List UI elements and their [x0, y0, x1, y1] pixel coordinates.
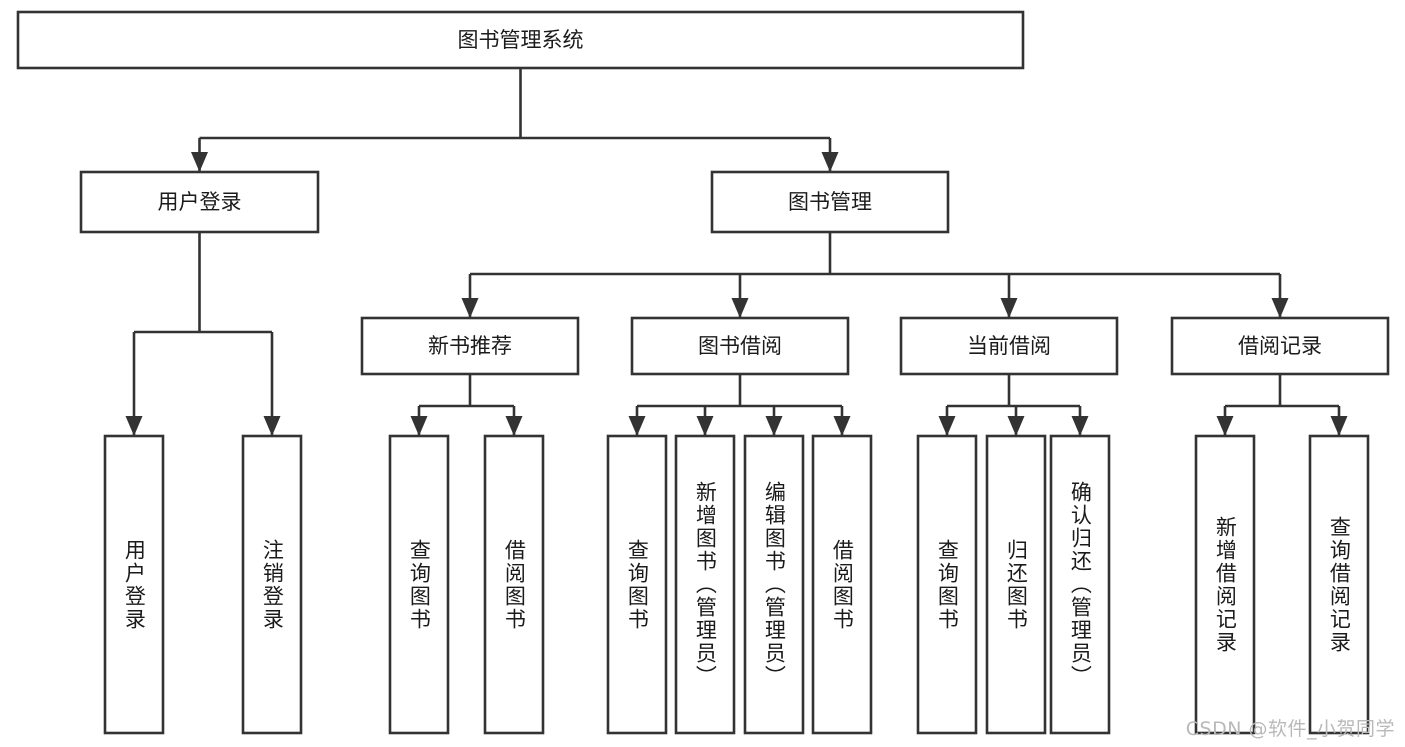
node-box-borrow-record[interactable]	[1170, 316, 1390, 376]
node-label-book-borrow: 图书借阅	[698, 334, 782, 358]
node-box-book-manage[interactable]	[710, 170, 950, 234]
arrow-head-icon	[821, 152, 839, 172]
node-box-leaf-add-record[interactable]	[1194, 434, 1256, 735]
node-box-leaf-return-book[interactable]	[985, 434, 1047, 735]
arrow-head-icon	[1271, 298, 1289, 318]
arrow-head-icon	[410, 416, 428, 436]
node-label-root: 图书管理系统	[458, 28, 584, 52]
node-label-user-login: 用户登录	[158, 190, 242, 214]
arrow-head-icon	[833, 416, 851, 436]
node-box-leaf-query-book-b[interactable]	[606, 434, 668, 735]
node-box-leaf-borrow-book-a[interactable]	[483, 434, 545, 735]
arrow-head-icon	[263, 416, 281, 436]
node-box-leaf-borrow-book-b[interactable]	[811, 434, 873, 735]
arrow-head-icon	[938, 416, 956, 436]
node-box-leaf-user-logout[interactable]	[241, 434, 303, 735]
node-box-leaf-confirm-return[interactable]	[1049, 434, 1111, 735]
arrow-head-icon	[461, 298, 479, 318]
arrow-head-icon	[765, 416, 783, 436]
arrow-head-icon	[1216, 416, 1234, 436]
csdn-watermark: CSDN @软件_小贺同学	[1185, 718, 1395, 740]
arrow-head-icon	[1007, 416, 1025, 436]
node-box-root[interactable]	[16, 10, 1025, 70]
node-box-leaf-user-login[interactable]	[103, 434, 165, 735]
node-box-current-borrow[interactable]	[899, 316, 1119, 376]
arrow-head-icon	[731, 298, 749, 318]
node-box-leaf-query-record[interactable]	[1308, 434, 1370, 735]
arrow-head-icon	[696, 416, 714, 436]
node-box-leaf-query-book-c[interactable]	[916, 434, 978, 735]
arrow-head-icon	[1071, 416, 1089, 436]
arrow-head-icon	[191, 152, 208, 172]
arrow-head-icon	[505, 416, 523, 436]
arrow-head-icon	[125, 416, 143, 436]
node-box-new-book-rec[interactable]	[360, 316, 580, 376]
edge-layer	[125, 68, 1348, 436]
node-label-current-borrow: 当前借阅	[967, 334, 1051, 358]
node-box-user-login[interactable]	[79, 170, 320, 234]
arrow-head-icon	[628, 416, 646, 436]
arrow-head-icon	[1000, 298, 1018, 318]
node-label-new-book-rec: 新书推荐	[428, 334, 512, 358]
node-box-leaf-query-book-a[interactable]	[388, 434, 450, 735]
node-box-leaf-edit-book[interactable]	[743, 434, 805, 735]
node-label-book-manage: 图书管理	[788, 190, 872, 214]
box-layer	[16, 10, 1390, 735]
arrow-head-icon	[1330, 416, 1348, 436]
node-label-borrow-record: 借阅记录	[1238, 334, 1322, 358]
node-box-leaf-add-book[interactable]	[674, 434, 736, 735]
node-box-book-borrow[interactable]	[630, 316, 850, 376]
